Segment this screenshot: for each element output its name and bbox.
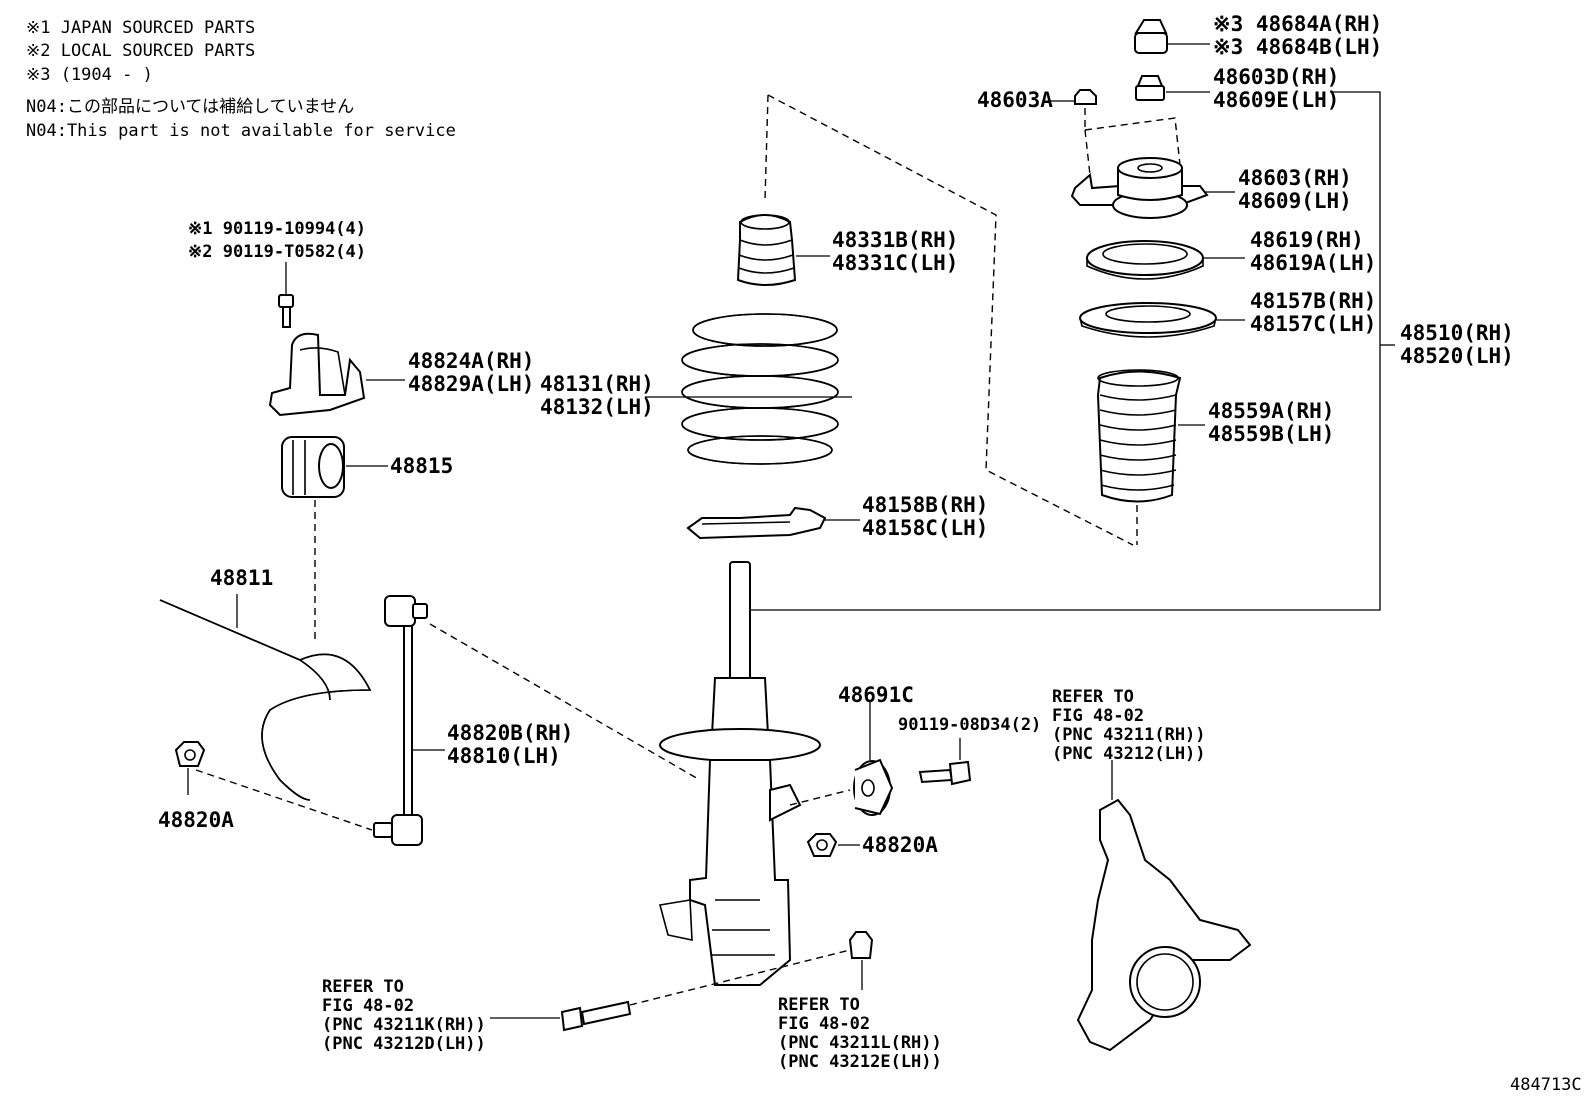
part-90119-bracket-bolt[interactable] (278, 294, 294, 328)
part-48815-bushing[interactable] (281, 436, 345, 498)
assembly-outline-left (764, 94, 769, 201)
label-48829a: 48829A(LH) (408, 372, 534, 396)
part-48603-mount[interactable] (1070, 157, 1209, 219)
ref-bolt-line1: REFER TO (322, 977, 404, 997)
part-48811-stabilizer-bar[interactable] (159, 599, 372, 801)
label-48331b: 48331B(RH) (832, 228, 958, 252)
label-48510: 48510(RH) (1400, 321, 1514, 345)
label-90119-08d34: 90119-08D34(2) (898, 715, 1041, 735)
label-48820b: 48820B(RH) (447, 721, 573, 745)
label-48684a: ※3 48684A(RH) (1213, 12, 1382, 36)
label-48603a: 48603A (977, 88, 1053, 112)
ref-nut-line3: (PNC 43211L(RH)) (778, 1033, 942, 1053)
note-n04-english: N04:This part is not available for servi… (26, 121, 456, 141)
ref-nut-line1: REFER TO (778, 995, 860, 1015)
label-48157c: 48157C(LH) (1250, 312, 1376, 336)
part-48157-seat[interactable] (1079, 302, 1217, 338)
notes-block: ※1 JAPAN SOURCED PARTS ※2 LOCAL SOURCED … (26, 18, 456, 141)
part-48691c-bushing[interactable] (853, 758, 894, 816)
label-48811: 48811 (210, 566, 273, 590)
label-90119-t0582: ※2 90119-T0582(4) (188, 242, 366, 262)
part-48603d-nut[interactable] (1135, 75, 1165, 101)
label-48559b: 48559B(LH) (1208, 422, 1334, 446)
part-steering-knuckle[interactable] (1076, 798, 1252, 1052)
mount-dash (1084, 117, 1181, 176)
label-48158b: 48158B(RH) (862, 493, 988, 517)
part-48158-insulator[interactable] (686, 506, 827, 540)
label-48619a: 48619A(LH) (1250, 251, 1376, 275)
part-48820a-nut-right[interactable] (806, 833, 838, 857)
ref-knuckle-line3: (PNC 43211(RH)) (1052, 725, 1206, 745)
note-local-sourced: ※2 LOCAL SOURCED PARTS (26, 41, 255, 61)
ref-nut-line2: FIG 48-02 (778, 1014, 870, 1034)
note-n04-japanese: N04:この部品については補給していません (26, 97, 354, 117)
part-48131-spring[interactable] (681, 313, 839, 465)
diagram-id: 484713C (1510, 1075, 1582, 1095)
part-48820a-nut-left[interactable] (174, 741, 206, 767)
label-48132: 48132(LH) (540, 395, 654, 419)
label-48609: 48609(LH) (1238, 189, 1352, 213)
label-48691c: 48691C (838, 683, 914, 707)
label-48559a: 48559A(RH) (1208, 399, 1334, 423)
label-90119-10994: ※1 90119-10994(4) (188, 219, 366, 239)
label-48824a: 48824A(RH) (408, 349, 534, 373)
assembly-bracket-48510 (748, 91, 1381, 611)
part-48559-boot[interactable] (1096, 369, 1182, 503)
ref-bolt-line2: FIG 48-02 (322, 996, 414, 1016)
part-90119-08d34-bolt[interactable] (918, 760, 972, 786)
label-48157b: 48157B(RH) (1250, 289, 1376, 313)
ref-bolt-line3: (PNC 43211K(RH)) (322, 1015, 486, 1035)
part-48684-cap[interactable] (1134, 19, 1168, 54)
bushing-dash (789, 789, 851, 806)
note-japan-sourced: ※1 JAPAN SOURCED PARTS (26, 18, 255, 38)
note-date-range: ※3 (1904 - ) (26, 65, 153, 85)
part-strut-assembly[interactable] (659, 561, 821, 986)
label-48603d: 48603D(RH) (1213, 65, 1339, 89)
ref-knuckle-line1: REFER TO (1052, 687, 1134, 707)
ref-knuckle-line4: (PNC 43212(LH)) (1052, 744, 1206, 764)
part-knuckle-bolt[interactable] (560, 1000, 632, 1032)
label-48820a-right: 48820A (862, 833, 938, 857)
label-48131: 48131(RH) (540, 372, 654, 396)
label-48684b: ※3 48684B(LH) (1213, 35, 1382, 59)
label-48810: 48810(LH) (447, 744, 561, 768)
label-48619: 48619(RH) (1250, 228, 1364, 252)
label-48609e: 48609E(LH) (1213, 88, 1339, 112)
link-to-strut-dash (429, 623, 701, 781)
assembly-outline (767, 94, 1134, 546)
part-48824a-bracket[interactable] (268, 332, 366, 417)
link-to-nut-dash (195, 769, 373, 831)
part-48331-bumpstop[interactable] (736, 214, 797, 286)
label-48820a-left: 48820A (158, 808, 234, 832)
label-48331c: 48331C(LH) (832, 251, 958, 275)
label-48158c: 48158C(LH) (862, 516, 988, 540)
ref-knuckle-line2: FIG 48-02 (1052, 706, 1144, 726)
part-48619-bearing[interactable] (1086, 240, 1204, 280)
part-48820b-link[interactable] (373, 595, 428, 846)
part-knuckle-nut[interactable] (848, 931, 874, 959)
ref-bolt-line4: (PNC 43212D(LH)) (322, 1034, 486, 1054)
label-48815: 48815 (390, 454, 453, 478)
label-48520: 48520(LH) (1400, 344, 1514, 368)
label-48603: 48603(RH) (1238, 166, 1352, 190)
bolt-to-nut-dash (629, 949, 851, 1006)
ref-nut-line4: (PNC 43212E(LH)) (778, 1052, 942, 1072)
part-48603a-nut[interactable] (1074, 89, 1097, 105)
